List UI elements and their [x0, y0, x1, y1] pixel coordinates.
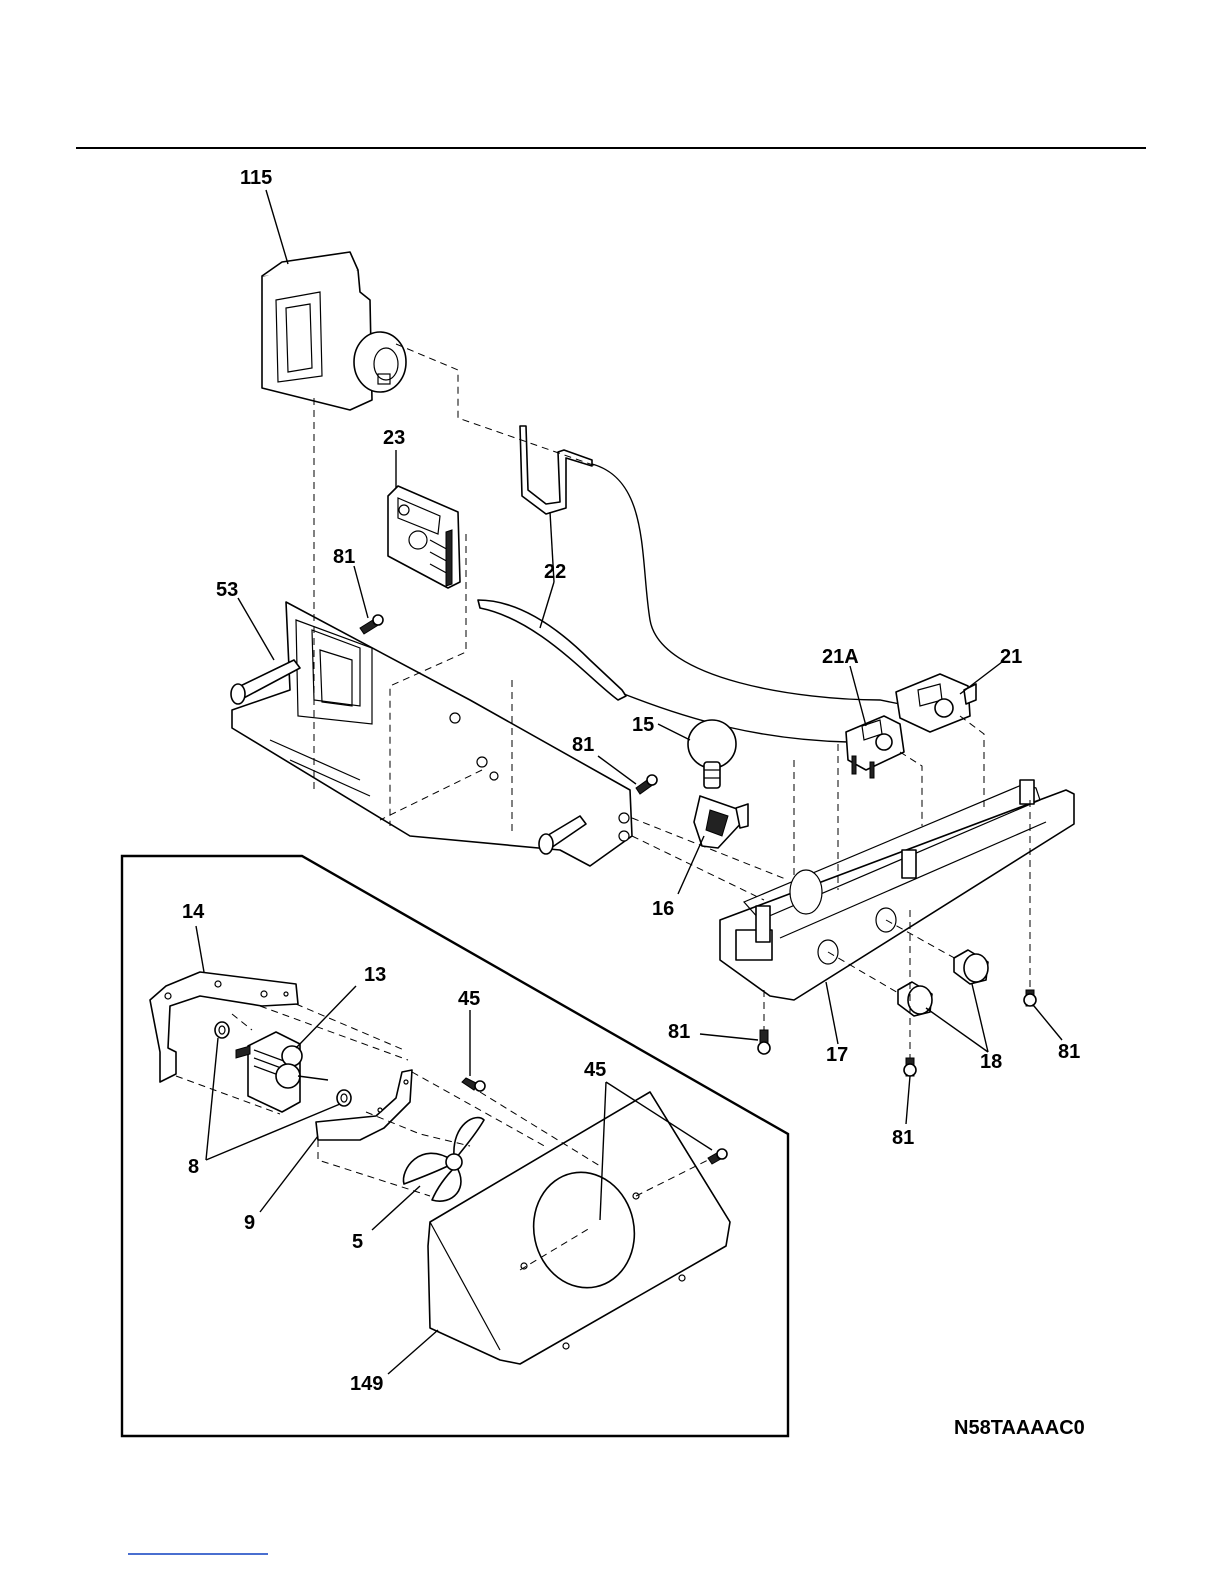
callout-81-d: 81 — [892, 1127, 914, 1149]
diagram-code: N58TAAAAC0 — [954, 1417, 1085, 1439]
part-13-fan-motor — [236, 1032, 328, 1112]
callout-115: 115 — [240, 167, 272, 189]
callout-45-a: 45 — [458, 988, 480, 1010]
callout-16: 16 — [652, 898, 674, 920]
callout-149: 149 — [350, 1373, 383, 1395]
part-45-screw-a — [462, 1078, 485, 1091]
callout-81-b: 81 — [572, 734, 594, 756]
part-23-control-board — [388, 486, 460, 588]
part-81-screw-d — [904, 1058, 916, 1076]
callout-18: 18 — [980, 1051, 1002, 1073]
callout-21: 21 — [1000, 646, 1022, 668]
callout-53: 53 — [216, 579, 238, 601]
part-21-switch — [896, 674, 976, 732]
part-15-bulb — [688, 720, 736, 788]
part-115-housing — [262, 252, 406, 410]
callout-81-c: 81 — [668, 1021, 690, 1043]
part-45-screw-b — [708, 1149, 727, 1164]
part-81-screw-b — [636, 775, 657, 794]
callout-5: 5 — [352, 1231, 363, 1253]
part-81-screw-c — [758, 1030, 770, 1054]
part-18-knob-b — [954, 950, 988, 984]
part-5-fan-blade — [403, 1118, 484, 1202]
callout-13: 13 — [364, 964, 386, 986]
callout-9: 9 — [244, 1212, 255, 1234]
callout-45-b: 45 — [584, 1059, 606, 1081]
callout-8: 8 — [188, 1156, 199, 1178]
part-8-grommet-a — [215, 1022, 229, 1038]
callout-81-a: 81 — [333, 546, 355, 568]
footer-link-underline[interactable] — [128, 1553, 268, 1555]
part-21A-switch — [846, 716, 904, 778]
part-81-screw-e — [1024, 990, 1036, 1006]
callout-22: 22 — [544, 561, 566, 583]
callout-14: 14 — [182, 901, 205, 923]
part-8-grommet-b — [337, 1090, 351, 1106]
callout-23: 23 — [383, 427, 405, 449]
part-17-control-tray — [720, 780, 1074, 1000]
callout-15: 15 — [632, 714, 654, 736]
part-9-motor-bracket — [316, 1070, 412, 1140]
part-22-capillary — [478, 426, 905, 742]
part-81-screw-a — [360, 615, 383, 634]
part-18-knob-a — [898, 982, 932, 1016]
callout-21A: 21A — [822, 646, 859, 668]
callout-81-e: 81 — [1058, 1041, 1080, 1063]
callout-17: 17 — [826, 1044, 848, 1066]
